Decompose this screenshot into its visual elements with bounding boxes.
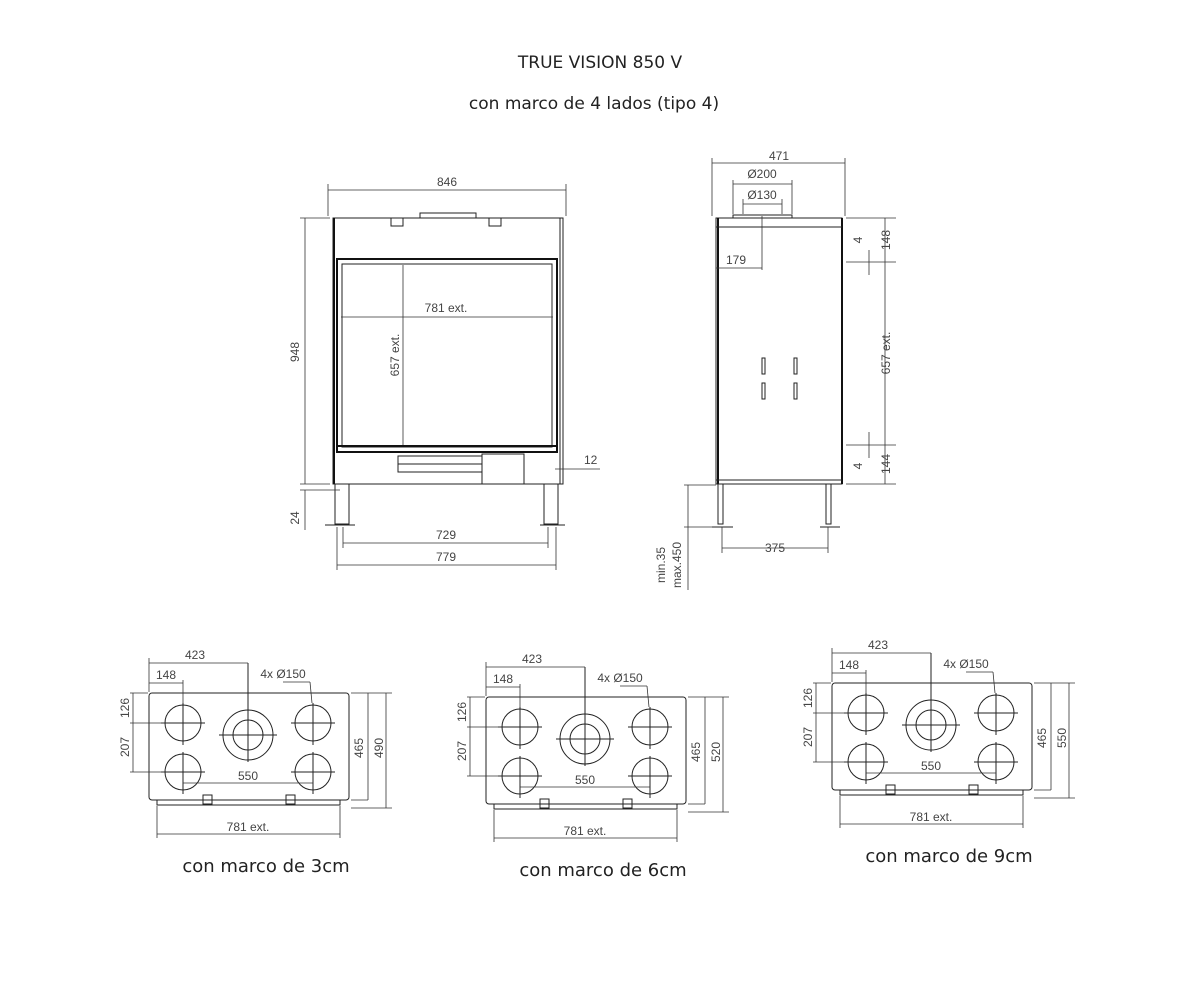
dim-465: 465 [689, 742, 703, 762]
dim-leg-max: max.450 [670, 542, 684, 588]
dim-legs-spacing: 375 [765, 541, 785, 555]
dim-width: 846 [437, 175, 457, 189]
dim-126: 126 [455, 702, 469, 722]
dim-781-ext: 781 ext. [227, 820, 270, 834]
dim-outer-depth: 490 [372, 738, 386, 758]
dim-top-rail: 148 [879, 230, 893, 250]
drawing-line [992, 671, 996, 694]
flue-collar [419, 212, 477, 219]
front-body [332, 217, 564, 485]
firebox-outline [485, 696, 687, 805]
dim-flue-inner: Ø130 [747, 188, 777, 202]
dim-781-ext: 781 ext. [564, 824, 607, 838]
dim-148: 148 [839, 658, 859, 672]
dim-top-gap: 4 [851, 236, 865, 243]
bracket [285, 794, 296, 805]
plan-caption: con marco de 3cm [182, 856, 349, 877]
front-view: 846 948 24 781 ext. 657 ext. 12 729 779 [288, 175, 600, 570]
frame-strip [493, 803, 678, 810]
dim-outer-depth: 520 [709, 742, 723, 762]
dim-bottom-gap: 4 [851, 462, 865, 469]
dim-frame: 12 [584, 453, 598, 467]
dim-depth: 471 [769, 149, 789, 163]
dim-flue-offset: 179 [726, 253, 746, 267]
dim-holes-label: 4x Ø150 [597, 671, 643, 685]
dim-207: 207 [455, 741, 469, 761]
plan-caption: con marco de 9cm [865, 846, 1032, 867]
dim-550: 550 [238, 769, 258, 783]
dim-465: 465 [1035, 728, 1049, 748]
firebox-outline [831, 682, 1033, 791]
bracket [968, 784, 979, 795]
frame-strip [156, 799, 341, 806]
dim-holes-label: 4x Ø150 [943, 657, 989, 671]
dim-leg-gap: 24 [288, 511, 302, 525]
dim-423: 423 [185, 648, 205, 662]
dim-148: 148 [493, 672, 513, 686]
dim-148: 148 [156, 668, 176, 682]
drawing-subtitle: con marco de 4 lados (tipo 4) [469, 94, 719, 114]
glass-panel [341, 263, 553, 448]
bracket [539, 798, 550, 809]
dim-423: 423 [522, 652, 542, 666]
dim-207: 207 [118, 737, 132, 757]
plan-caption: con marco de 6cm [519, 860, 686, 881]
dim-550: 550 [921, 759, 941, 773]
dim-glass-height: 657 ext. [388, 334, 402, 377]
plan-view-3: 423 148 4x Ø150 126 207 550 465 550 781 ext. con … [801, 638, 1075, 867]
dim-leg-min: min.35 [654, 547, 668, 583]
dim-outer-depth: 550 [1055, 728, 1069, 748]
dim-legs-inner: 729 [436, 528, 456, 542]
control-box [481, 453, 525, 485]
dim-holes-label: 4x Ø150 [260, 667, 306, 681]
dim-423: 423 [868, 638, 888, 652]
drawing-line [646, 685, 650, 708]
dim-550: 550 [575, 773, 595, 787]
vent-slots [761, 357, 798, 400]
dim-glass-width: 781 ext. [425, 301, 468, 315]
dim-legs-outer: 779 [436, 550, 456, 564]
bracket [622, 798, 633, 809]
firebox-outline [148, 692, 350, 801]
bracket [202, 794, 213, 805]
plan-view-2: 423 148 4x Ø150 126 207 550 465 520 781 ext. con … [455, 652, 729, 881]
dim-126: 126 [118, 698, 132, 718]
drawing-line [309, 681, 313, 704]
dim-126: 126 [801, 688, 815, 708]
frame-strip [839, 789, 1024, 796]
dim-height: 948 [288, 342, 302, 362]
dim-465: 465 [352, 738, 366, 758]
bracket [885, 784, 896, 795]
drawing-title: TRUE VISION 850 V [517, 53, 683, 73]
dim-bottom-rail: 144 [879, 454, 893, 474]
dim-207: 207 [801, 727, 815, 747]
dim-side-glass-height: 657 ext. [879, 332, 893, 375]
dim-flue-outer: Ø200 [747, 167, 777, 181]
glass-frame [336, 258, 558, 453]
dim-781-ext: 781 ext. [910, 810, 953, 824]
plan-view-1: 423 148 4x Ø150 126 207 550 465 490 781 ext. con … [118, 648, 392, 877]
side-view: 471 Ø200 Ø130 179 148 4 657 ext. 144 4 3… [654, 149, 896, 590]
